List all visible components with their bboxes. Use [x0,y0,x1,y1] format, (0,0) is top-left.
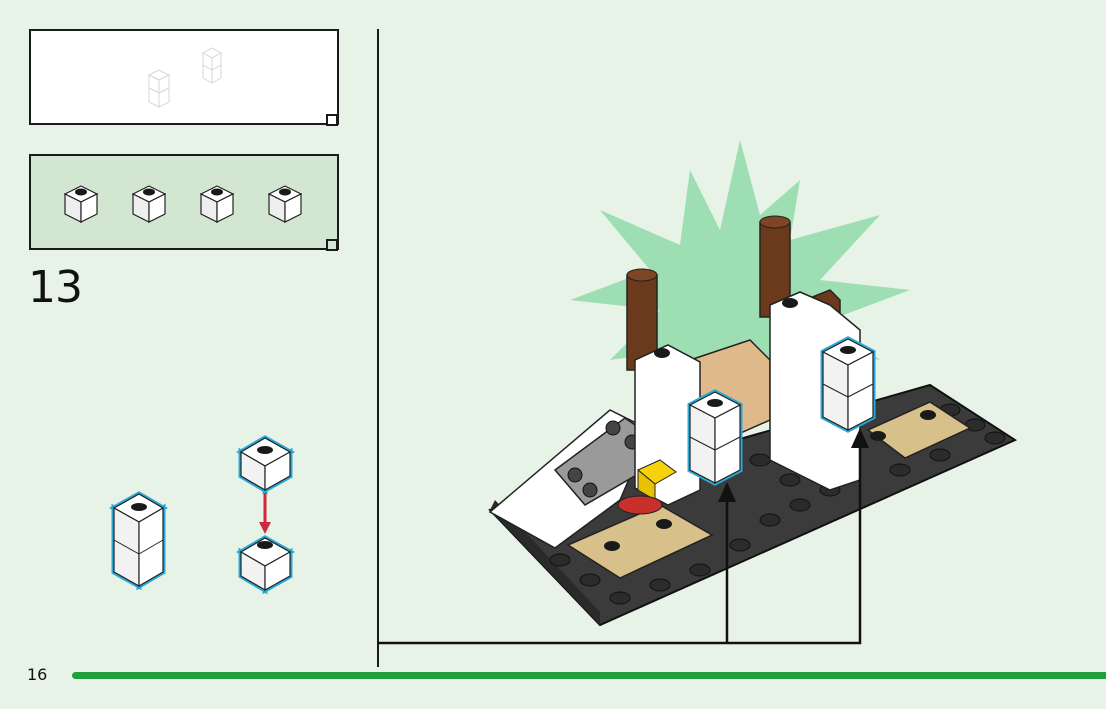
bottom-brick-highlight [236,535,296,595]
white-wall-right [769,291,861,491]
grey-bracket [553,417,661,506]
current-parts-illustration [63,185,338,251]
previous-parts-box [29,29,339,126]
faded-brick-1 [147,69,171,108]
white-wall-left [634,344,701,506]
white-wedge [488,409,651,549]
column-divider [377,29,379,667]
brown-post-left [626,274,658,371]
base-plate [488,383,1018,627]
brown-post-right [759,221,791,318]
current-parts-box [29,154,339,251]
white-brick-1x1 [267,185,303,223]
step-number: 13 [28,262,83,313]
callout-arrows [378,440,862,645]
tan-tile-right [866,401,972,459]
placed-brick-left [687,389,743,486]
progress-bar [72,672,1106,679]
faded-brick-2 [201,47,223,84]
white-brick-1x1 [199,185,235,223]
white-brick-1x1 [63,185,99,223]
highlight-burst [570,140,910,400]
tan-tile-left [566,504,714,579]
page-number: 16 [27,665,48,684]
previous-parts-illustration [147,47,338,126]
plate-studs [549,403,1006,605]
stacked-bricks-highlight [108,491,168,591]
white-brick-1x1 [131,185,167,223]
main-model-illustration [378,140,1018,645]
placed-brick-right [820,336,876,433]
red-arrow [259,493,271,534]
top-brick-highlight [236,435,296,495]
